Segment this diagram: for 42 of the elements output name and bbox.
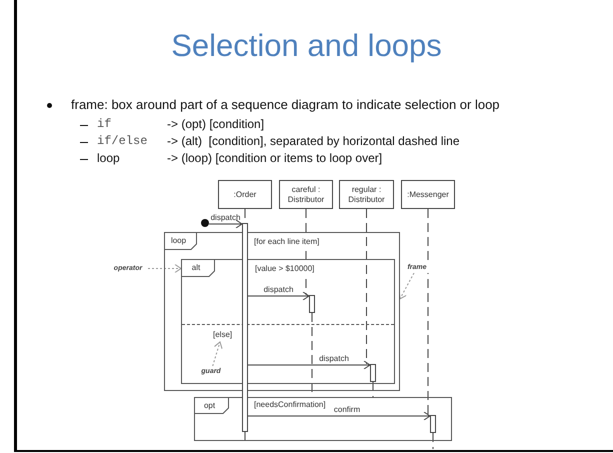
code-keyword: if [97, 117, 112, 131]
leader-arrow [148, 264, 182, 273]
lifeline-head: :Order [218, 180, 272, 209]
fragment-frame [181, 259, 395, 384]
lifeline [372, 382, 374, 398]
bullet-text: loop [97, 151, 120, 165]
activation-bar [242, 223, 248, 432]
lifeline-head: regular : Distributor [339, 180, 394, 209]
message-label: dispatch [319, 354, 349, 364]
lifeline-head: careful : Distributor [279, 180, 333, 209]
bullet-text: -> (loop) [condition or items to loop over] [167, 151, 382, 165]
fragment-frame [194, 397, 452, 441]
code-keyword: if/else [97, 134, 148, 148]
guard-condition: [value > $10000] [254, 264, 316, 274]
leader-arrow [212, 342, 223, 366]
lifeline [244, 432, 246, 442]
bullet-text: -> (alt) [condition], separated by horizontal dashed line [167, 134, 460, 148]
message-arrow [208, 220, 242, 228]
lifeline-head: :Messenger [401, 180, 455, 209]
activation-bar [309, 295, 315, 313]
activation-bar [430, 415, 436, 433]
message-label: dispatch [264, 285, 294, 295]
fragment-frame [164, 232, 400, 391]
bullet-text: -> (opt) [condition] [167, 117, 264, 131]
message-label: confirm [334, 405, 360, 415]
activation-bar [370, 364, 376, 382]
message-arrow [248, 412, 430, 420]
operator-tag: alt [181, 259, 215, 277]
guard-condition: [else] [212, 330, 234, 340]
operator-tag: opt [194, 397, 229, 414]
guard-condition: [for each line item] [253, 237, 320, 247]
bullet-text: frame: box around part of a sequence diagram to indicate selection or loop [71, 97, 500, 112]
guard-condition: [needsConfirmation] [253, 400, 327, 410]
slide-title: Selection and loops [170, 28, 443, 64]
lifeline [432, 432, 434, 450]
message-arrow [248, 292, 310, 300]
operator-tag: loop [164, 232, 197, 250]
message-arrow [248, 360, 370, 370]
lifeline [366, 208, 367, 364]
message-label: dispatch [210, 213, 240, 223]
leader-arrow [398, 272, 414, 300]
start-dot [201, 219, 209, 227]
